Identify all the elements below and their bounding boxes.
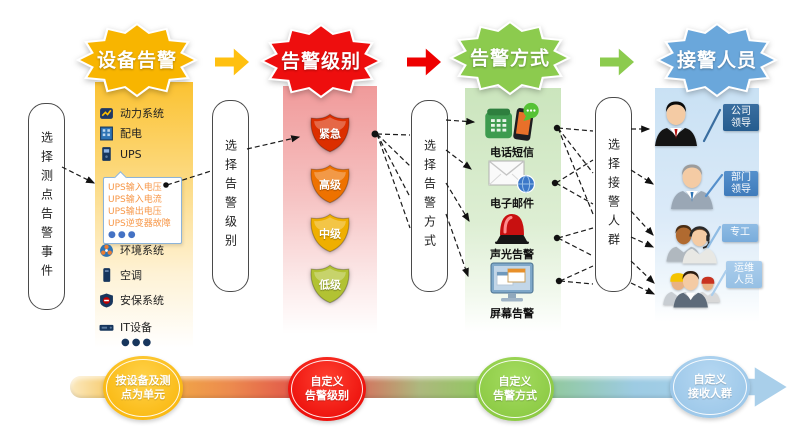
pill-select-receiver-group: 选择接警人群 [595,97,632,292]
method-label: 电子邮件 [490,197,534,210]
device-item-security: 安保系统 [99,292,164,308]
device-item-it-equipment: IT设备 [99,319,152,335]
pill-select-alarm-method: 选择告警方式 [411,100,448,292]
tooltip-line: UPS输入电流 [108,195,162,205]
level-shield-medium: 中级 [307,212,353,254]
person-company-leader [652,99,700,147]
email-icon [488,160,536,194]
bottom-step-custom-receivers: 自定义 接收人群 [670,356,750,418]
ups-events-tooltip: UPS输入电压 UPS输入电流 UPS输出电压 UPS逆变器故障 ●●● [103,177,182,244]
method-label: 声光告警 [490,248,534,261]
method-label: 电话短信 [490,146,534,159]
stage-badge-device-alarm: 设备告警 [75,20,199,100]
tooltip-line: UPS输入电压 [108,183,162,193]
environment-system-icon [100,243,113,257]
flow-arrow-icon [600,47,634,77]
method-screen-alarm: 屏幕告警 [480,262,544,321]
level-shield-urgent: 紧急 [307,112,353,154]
it-equipment-icon [99,324,114,331]
pill-label: 选择接警人群 [606,137,621,252]
specialist-icon [666,225,717,264]
device-label: 动力系统 [120,107,164,120]
level-shield-low: 低级 [307,263,353,305]
device-label: 空调 [120,269,142,282]
stage-badge-alarm-method: 告警方式 [448,18,572,98]
stage-badge-alarm-level: 告警级别 [259,21,383,101]
device-label: 环境系统 [120,244,164,257]
device-list-ellipsis: ●●● [121,337,154,348]
stage-badge-label: 设备告警 [96,49,177,72]
device-item-ups: UPS [99,146,142,162]
person-department-leader [668,162,716,210]
method-phone-sms: 电话短信 [480,101,544,160]
pill-select-alarm-level: 选择告警级别 [212,100,249,292]
power-system-icon [100,107,113,119]
stage-badge-label: 告警级别 [280,50,361,73]
flow-arrow-icon [215,47,249,77]
device-item-distribution: 配电 [99,125,142,141]
method-sound-light-alarm: 声光告警 [480,205,544,262]
air-conditioner-icon [103,268,111,282]
receiver-tag-ops-crew: 运维 人员 [726,261,762,288]
device-label: 配电 [120,127,142,140]
device-item-power-system: 动力系统 [99,105,164,121]
bottom-step-custom-method: 自定义 告警方式 [476,357,554,421]
level-label: 低级 [319,278,341,292]
pill-label: 选择告警方式 [422,139,437,253]
receiver-tag-company-leader: 公司 领导 [723,104,759,131]
bottom-step-custom-level: 自定义 告警级别 [288,357,366,421]
receiver-tag-specialist: 专工 [722,224,758,242]
pill-label: 选择告警级别 [223,139,238,253]
bottom-process-bar [70,376,742,398]
method-email: 电子邮件 [480,157,544,211]
power-distribution-icon [100,126,113,140]
siren-icon [495,214,529,244]
flow-arrow-icon [407,47,441,77]
bottom-bar-arrowhead-icon [744,364,790,410]
ups-icon [102,147,111,161]
tooltip-ellipsis: ●●● [108,230,138,240]
stage-badge-label: 告警方式 [469,47,550,70]
device-item-environment: 环境系统 [99,242,164,258]
department-leader-icon [671,164,713,209]
company-leader-icon [655,101,697,146]
tooltip-line: UPS输出电压 [108,207,162,217]
level-shield-high: 高级 [307,163,353,205]
device-item-air-conditioner: 空调 [99,267,142,283]
person-specialist [664,220,718,264]
level-label: 中级 [319,227,341,241]
stage-badge-label: 接警人员 [676,49,757,72]
bottom-step-device-unit: 按设备及测 点为单元 [103,356,183,420]
level-label: 紧急 [319,127,341,141]
stage-badge-receivers: 接警人员 [655,20,779,100]
phone-sms-icon [485,102,539,141]
screen-alarm-icon [490,262,534,302]
person-ops-crew [662,266,720,314]
tooltip-line: UPS逆变器故障 [108,219,171,229]
security-system-icon [100,293,113,307]
device-label: 安保系统 [120,294,164,307]
level-label: 高级 [319,178,341,192]
ops-crew-icon [663,271,720,308]
device-label: UPS [120,147,142,161]
method-label: 屏幕告警 [490,307,534,320]
pill-select-alarm-events: 选择测点告警事件 [28,103,65,310]
device-label: IT设备 [120,321,152,334]
receiver-tag-department-leader: 部门 领导 [724,171,758,196]
pill-label: 选择测点告警事件 [39,130,54,283]
